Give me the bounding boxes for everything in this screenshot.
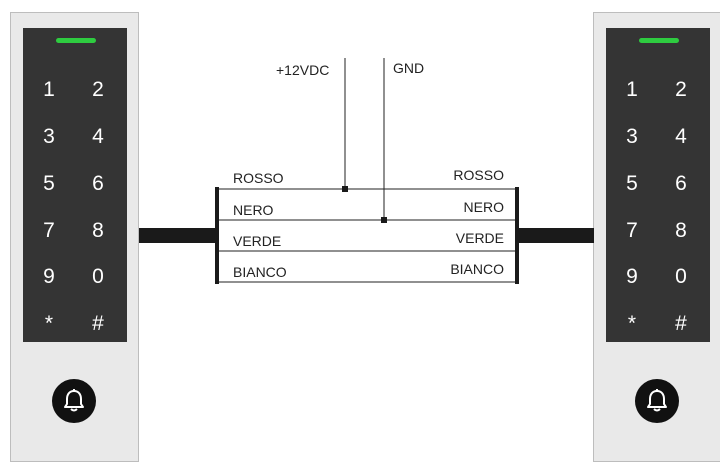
key-hash: # xyxy=(92,312,104,335)
bell-icon xyxy=(647,389,667,412)
right-terminal-bar xyxy=(515,187,519,284)
key-hash: # xyxy=(675,312,687,335)
key-7: 7 xyxy=(626,219,638,242)
key-4: 4 xyxy=(675,125,687,148)
wire-label-right-nero: NERO xyxy=(463,199,504,215)
left-cable xyxy=(139,228,216,243)
key-6: 6 xyxy=(92,172,104,195)
right-doorbell-button xyxy=(635,379,679,423)
left-status-led xyxy=(56,38,96,43)
key-2: 2 xyxy=(92,78,104,101)
key-0: 0 xyxy=(675,265,687,288)
key-5: 5 xyxy=(626,172,638,195)
left-doorbell-button xyxy=(52,379,96,423)
key-star: * xyxy=(627,312,637,335)
key-2: 2 xyxy=(675,78,687,101)
ground-label: GND xyxy=(393,60,425,76)
key-8: 8 xyxy=(92,219,104,242)
key-3: 3 xyxy=(626,125,638,148)
key-6: 6 xyxy=(675,172,687,195)
wire-label-right-rosso: ROSSO xyxy=(453,167,504,183)
wire-label-right-verde: VERDE xyxy=(455,230,504,246)
wire-label-right-bianco: BIANCO xyxy=(450,261,504,277)
key-4: 4 xyxy=(92,125,104,148)
key-9: 9 xyxy=(626,265,638,288)
key-3: 3 xyxy=(43,125,55,148)
right-status-led xyxy=(639,38,679,43)
left-keypad-device: 1 2 3 4 5 6 7 8 9 0 * # xyxy=(10,12,139,462)
key-1: 1 xyxy=(626,78,638,101)
key-5: 5 xyxy=(43,172,55,195)
bell-icon xyxy=(64,389,84,412)
right-keypad-device: 1 2 3 4 5 6 7 8 9 0 * # xyxy=(593,12,720,462)
ground-junction xyxy=(381,217,387,223)
key-star: * xyxy=(44,312,54,335)
wire-label-left-bianco: BIANCO xyxy=(233,264,287,280)
wire-label-left-rosso: ROSSO xyxy=(233,170,284,186)
key-8: 8 xyxy=(675,219,687,242)
key-1: 1 xyxy=(43,78,55,101)
left-terminal-bar xyxy=(215,187,219,284)
key-7: 7 xyxy=(43,219,55,242)
positive-junction xyxy=(342,186,348,192)
key-9: 9 xyxy=(43,265,55,288)
wire-label-left-nero: NERO xyxy=(233,202,274,218)
right-keypad-panel: 1 2 3 4 5 6 7 8 9 0 * # xyxy=(606,28,710,342)
key-0: 0 xyxy=(92,265,104,288)
left-keypad-panel: 1 2 3 4 5 6 7 8 9 0 * # xyxy=(23,28,127,342)
positive-supply-label: +12VDC xyxy=(276,62,330,78)
right-cable xyxy=(518,228,594,243)
wire-label-left-verde: VERDE xyxy=(233,233,282,249)
